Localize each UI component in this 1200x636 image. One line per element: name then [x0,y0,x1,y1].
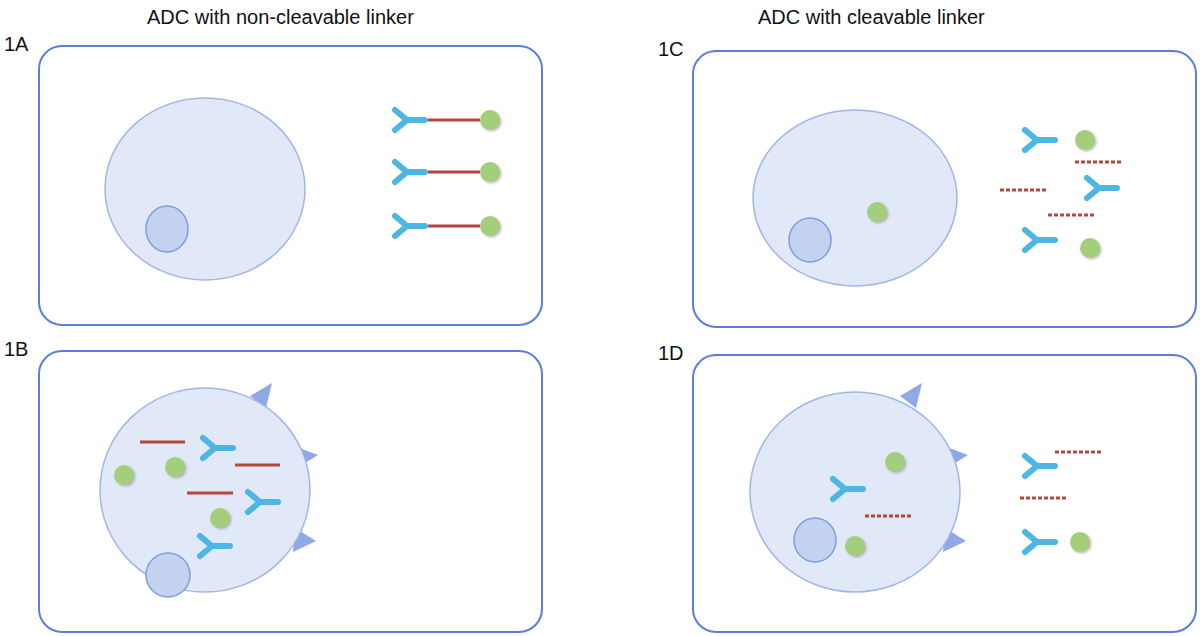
cell-group [750,383,968,592]
cell [753,110,957,286]
nucleus [794,518,836,562]
nucleus [146,553,190,597]
payload [114,465,134,485]
antibody [395,216,425,236]
panel-box: 1B [38,350,543,633]
cell [105,98,305,280]
payload [845,536,865,556]
antibody [1025,230,1055,250]
linker [428,119,480,122]
cleaved-linker [865,515,912,518]
cell [750,392,960,592]
panel-label: 1B [4,338,28,361]
linker [187,492,233,495]
panel-heading: ADC with cleavable linker [758,6,985,29]
antibody [833,479,863,499]
cleaved-linker [1000,189,1048,192]
cell-group [105,98,305,280]
cleaved-linker [1075,161,1122,164]
panel-box: 1D [692,354,1197,633]
antibody [1025,130,1055,150]
nucleus [146,206,188,252]
cell-group [100,383,318,597]
payload [480,110,500,130]
linker [428,171,480,174]
payload [885,452,905,472]
payload [480,162,500,182]
linker [235,464,280,467]
antibody [1087,178,1117,198]
payload [1080,238,1100,258]
linker [140,441,185,444]
cleaved-adc-group [1000,130,1122,258]
payload [1075,130,1095,150]
cell [100,388,310,592]
cleaved-linker [1048,214,1095,217]
payload [480,216,500,236]
payload [165,457,185,477]
cell-group [753,110,957,286]
payload [867,202,887,222]
payload [210,508,230,528]
panel-box: 1A [38,45,543,326]
panel-label: 1A [4,33,28,56]
panel-box: 1C [692,50,1197,328]
antibody [200,536,230,556]
antibody [395,110,425,130]
cleaved-linker [1055,451,1102,454]
antibody [1025,532,1055,552]
panel-label: 1D [658,342,684,365]
cleaved-adc-group [1020,452,1102,552]
antibody [395,162,425,182]
antibody [248,492,278,512]
cleaved-linker [1020,497,1068,500]
antibody [203,438,233,458]
adc-group [395,110,500,236]
payload [1070,532,1090,552]
panel-heading: ADC with non-cleavable linker [147,6,414,29]
nucleus [789,218,831,262]
linker [428,225,480,228]
panel-label: 1C [658,38,684,61]
antibody [1025,456,1055,476]
